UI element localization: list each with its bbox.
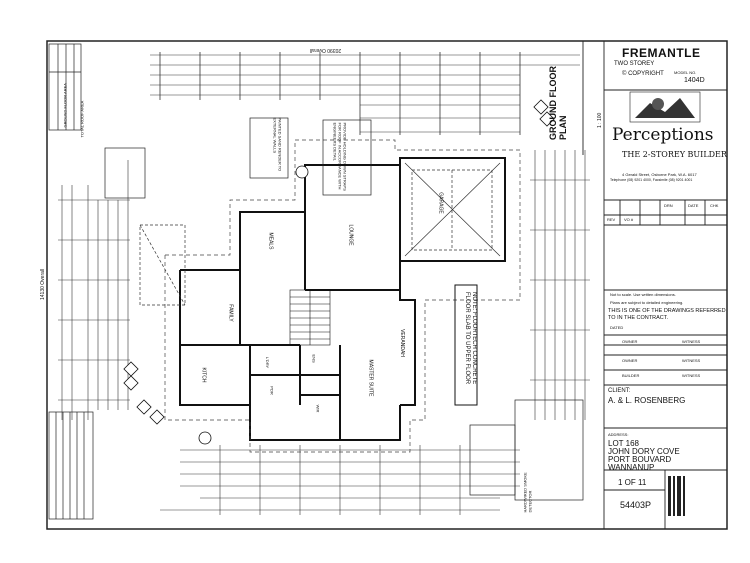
overall-dimension-top: 20390 Overall: [310, 47, 342, 53]
room-label-family: FAMILY: [227, 304, 234, 322]
address-line-4: WANNANUP: [608, 463, 655, 472]
room-label-wir: WIR: [315, 404, 321, 413]
plan-scale: 1 : 100: [597, 112, 603, 128]
design-type: TWO STOREY: [614, 61, 655, 67]
room-label-verandah: VERANDAH: [398, 329, 405, 357]
room-label-pdr: PDR: [269, 386, 275, 395]
company-phone: Telephone (08) 9201 4000, Facsimile (08)…: [610, 178, 693, 182]
smoke-detector-note: HARDWIRED SMOKE DETECTOR: [522, 472, 533, 513]
model-number: 1404D: [684, 77, 705, 84]
owner-label-2: OWNER: [622, 358, 638, 363]
client-label: CLIENT:: [608, 388, 631, 394]
area-label-ground: GROUND FLOOR AREA: [62, 83, 68, 128]
dated-label: DATED: [610, 325, 624, 330]
rev-header-vo: VO #: [624, 217, 634, 222]
garage-roof-lines: [404, 162, 501, 257]
rev-header-chk: CHK: [710, 203, 719, 208]
barcode-mark: [668, 476, 685, 516]
area-schedule-table: [48, 43, 82, 131]
scale-note: Not to scale. Use written dimensions.: [610, 292, 676, 297]
engineer-note: Plans are subject to detailed engineerin…: [610, 300, 684, 305]
address-label: ADDRESS:: [608, 432, 629, 437]
left-dimension-lines: [58, 160, 130, 420]
company-tagline: THE 2-STOREY BUILDER: [622, 150, 727, 159]
copyright: © COPYRIGHT: [622, 71, 664, 77]
stairs: [289, 289, 331, 346]
holding-down-note: PROVIDE HOLDING DOWN STRAPS FOR ROOF IN …: [332, 122, 348, 191]
left-notes-table: [48, 411, 94, 520]
top-dimension-lines: [150, 52, 580, 135]
section-markers: [123, 99, 555, 445]
sheet-border: [46, 40, 728, 530]
porch-outline: [139, 224, 186, 306]
company-name: Perceptions: [612, 125, 714, 145]
roof-outline: [164, 139, 521, 453]
model-label: MODEL NO.: [674, 70, 697, 75]
witness-label-2: WITNESS: [682, 358, 701, 363]
witness-label-3: WITNESS: [682, 373, 701, 378]
builder-label: BUILDER: [622, 373, 640, 378]
plan-title: GROUND FLOOR PLAN: [548, 66, 568, 140]
overall-dimension-side: 14130 Overall: [40, 268, 46, 300]
job-number: 54403P: [620, 500, 652, 510]
house-walls: [179, 157, 506, 441]
address-line-1: LOT 168: [608, 439, 639, 448]
drawings-note: THIS IS ONE OF THE DRAWINGS REFERRED TO …: [608, 308, 726, 321]
rev-header-rev: REV: [607, 217, 616, 222]
room-label-master-suite: MASTER SUITE: [367, 359, 374, 397]
room-label-meals: MEALS: [267, 232, 274, 250]
address-line-3: PORT BOUVARD: [608, 455, 672, 464]
room-label-garage: GARAGE: [437, 192, 444, 214]
company-address: 4 Gerald Street, Osborne Park, W.A. 6017: [622, 172, 697, 177]
perceptions-logo-mark: [629, 91, 701, 123]
title-block-frame: [582, 41, 727, 529]
address-line-2: JOHN DORY COVE: [608, 447, 680, 456]
slab-note: NOTE: FLOORTECH CONCRETE FLOOR SLAB TO U…: [464, 292, 477, 385]
sheet-number: 1 OF 11: [618, 478, 647, 487]
room-label-ens: ENS: [311, 354, 317, 363]
bottom-dimension-lines: [160, 445, 520, 515]
right-dimension-lines: [530, 150, 590, 420]
room-label-ldry: L'DRY: [265, 356, 271, 369]
witness-label-1: WITNESS: [682, 339, 701, 344]
area-label-total-roof: TOTAL ROOF AREA: [79, 100, 85, 138]
rev-header-drn: DRN: [664, 203, 673, 208]
note-boxes: [104, 117, 584, 501]
rev-header-date: DATE: [688, 203, 699, 208]
design-name: FREMANTLE: [622, 46, 701, 60]
room-label-lounge: LOUNGE: [347, 224, 354, 246]
client-name: A. & L. ROSENBERG: [608, 396, 686, 405]
render-note: PAINTED SAND RENDER TO EXTERNAL WALLS: [272, 117, 283, 172]
owner-label-1: OWNER: [622, 339, 638, 344]
slab-note-box: [454, 284, 478, 406]
room-label-kitch: KITCH: [200, 367, 207, 383]
